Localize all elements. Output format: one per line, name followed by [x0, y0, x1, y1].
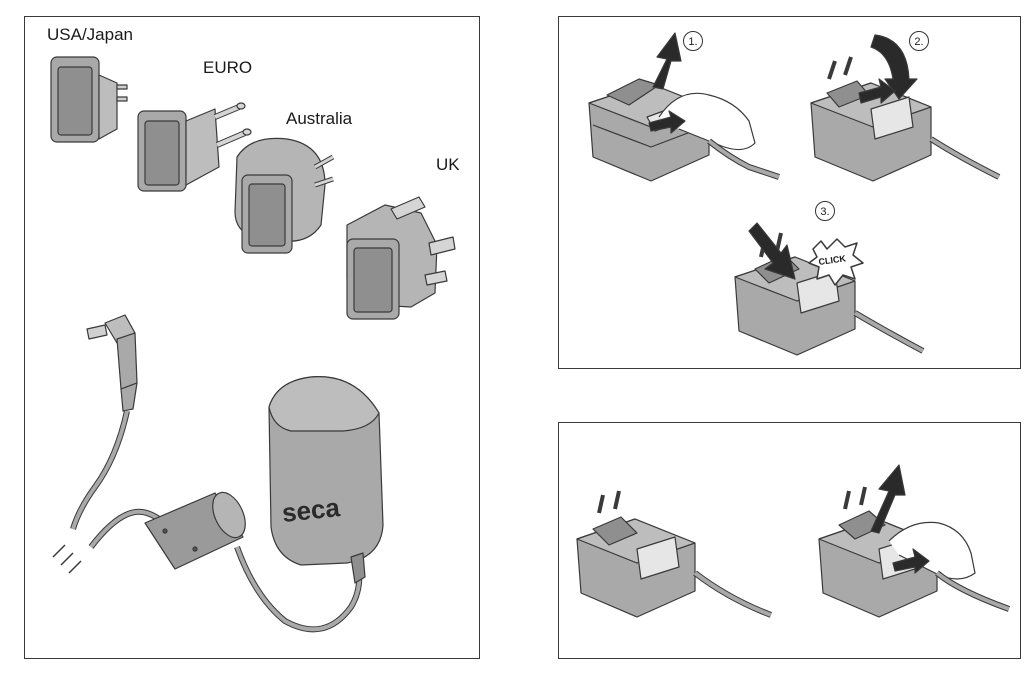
label-australia: Australia [286, 109, 353, 128]
unit-with-adapter [576, 490, 773, 618]
uk-adapter [346, 196, 456, 320]
power-supply-unit [268, 376, 384, 584]
step-number-3: 3. [815, 201, 835, 221]
step-number-1: 1. [683, 31, 703, 51]
step1-arrow-up [652, 32, 682, 90]
panel-attach-adapter-steps: CLICK 1. 2. 3. [558, 16, 1021, 369]
step2-arrow-slide [858, 78, 896, 104]
euro-adapter [137, 102, 252, 192]
australia-adapter [234, 137, 335, 254]
step-number-2: 2. [909, 31, 929, 51]
step1-arrow-slide [648, 110, 686, 134]
remove-arrow-up [870, 464, 906, 534]
step2-unit [810, 56, 1001, 182]
step1-unit [588, 78, 780, 182]
panel-remove-adapter [558, 422, 1021, 659]
remove-arrow-slide [892, 548, 930, 574]
attach-steps-illustration: CLICK [588, 32, 1001, 356]
adapters-illustration: seca [50, 56, 456, 633]
unit-removing-adapter [818, 486, 1011, 618]
label-euro: EURO [203, 58, 253, 77]
ferrite-bead [144, 491, 246, 570]
panel-adapters-and-power-supply: USA/Japan EURO Australia UK [24, 16, 480, 659]
click-burst-shape [808, 238, 864, 286]
click-text: CLICK [818, 253, 847, 267]
remove-adapter-illustration [576, 464, 1011, 618]
label-usa-japan: USA/Japan [47, 25, 133, 44]
seca-brand-logo: seca [280, 492, 341, 528]
step2-arrow-rotate [870, 34, 918, 100]
usa-japan-adapter [50, 56, 128, 143]
label-uk: UK [436, 155, 460, 174]
step3-arrow-down [748, 222, 796, 280]
